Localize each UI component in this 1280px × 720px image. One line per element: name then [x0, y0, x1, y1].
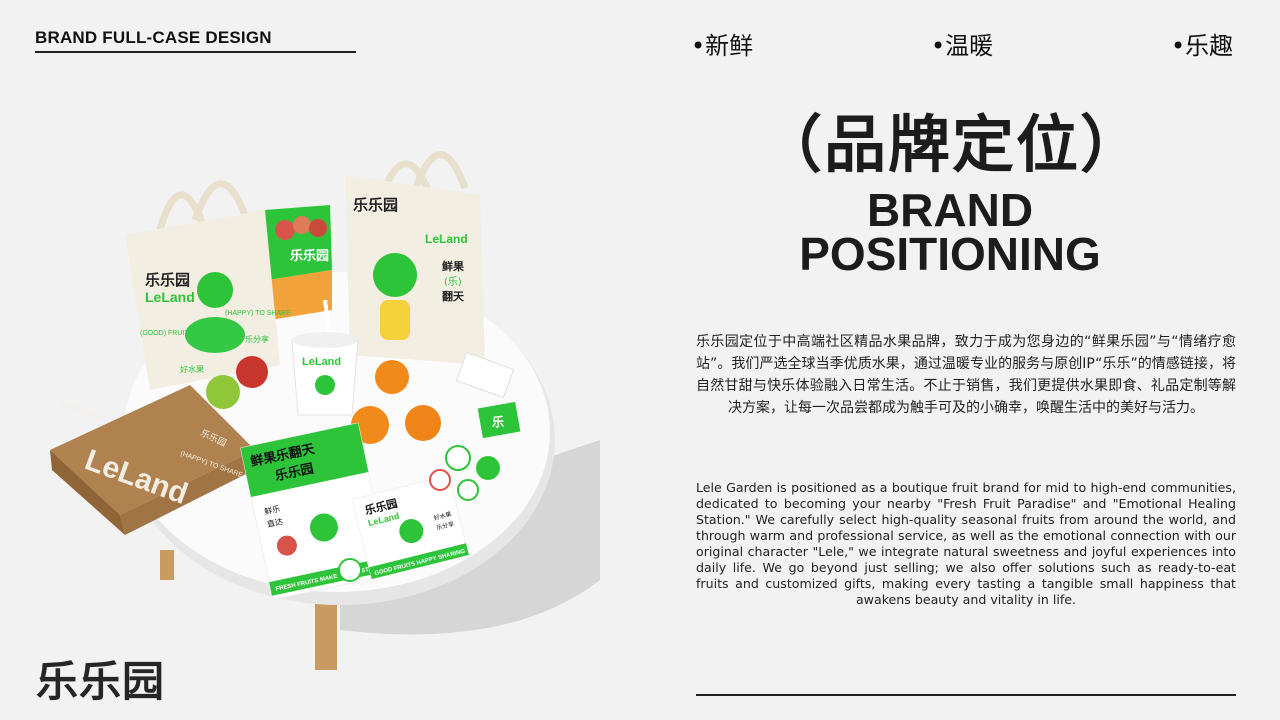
bag-right-slogan: 翻天 [442, 289, 465, 303]
poster-tag: 直达 [266, 516, 284, 529]
description-cn: 乐乐园定位于中高端社区精品水果品牌，致力于成为您身边的“鲜果乐园”与“情绪疗愈站… [696, 334, 1236, 416]
bag-right-logo-en: LeLand [425, 232, 468, 246]
keyword-warm: •温暖 [931, 32, 994, 60]
header-label: BRAND FULL-CASE DESIGN [35, 28, 272, 47]
sticker [429, 469, 451, 491]
orange [375, 360, 409, 394]
section-title-en: BRAND POSITIONING [760, 184, 1140, 280]
fruit-crate: 乐乐园 [265, 205, 332, 320]
bag-right-logo-cn: 乐乐园 [353, 196, 398, 214]
brand-logo: 乐乐园 [36, 657, 166, 706]
bag-left-logo-en: LeLand [145, 289, 195, 305]
description-en: Lele Garden is positioned as a boutique … [696, 480, 1236, 607]
mascot-head [399, 519, 424, 544]
bag-left-logo-cn: 乐乐园 [145, 271, 190, 289]
bottom-divider [696, 694, 1236, 696]
mascot-head [373, 253, 417, 297]
bag-right-slogan: (乐) [444, 276, 462, 288]
green-apple [206, 375, 240, 409]
bag-left-tag: (GOOD) FRUIT [140, 330, 189, 337]
section-title-en-line1: BRAND [866, 184, 1034, 236]
keyword-fresh: •新鲜 [691, 32, 754, 60]
bag-right-slogan: 鲜果 [442, 259, 464, 273]
shopping-bag-right: 乐乐园 LeLand 鲜果 (乐) 翻天 [345, 151, 485, 365]
receipt [455, 351, 515, 399]
box-tag: (GOOD) FRUIT [59, 400, 108, 423]
cup-logo: LeLand [302, 356, 341, 368]
keyword-fun: •乐趣 [1171, 32, 1234, 60]
sticker [445, 445, 471, 471]
section-title-en-line2: POSITIONING [799, 228, 1101, 280]
header-divider [35, 51, 356, 53]
sticker [476, 456, 500, 480]
mascot-scooter [185, 317, 245, 353]
bag-left-tag: 好水果 [180, 364, 204, 374]
card-icon: 乐 [492, 414, 504, 429]
product-mockup-photo: 乐乐园 乐乐园 LeLand (GOOD) FRUIT (HAPPY) TO S… [50, 151, 600, 670]
drink-cup: LeLand [291, 299, 359, 416]
poster-headline: 乐乐园 [274, 461, 315, 485]
mascot-body [380, 300, 410, 340]
poster-tag: 鲜乐 [263, 503, 281, 516]
mascot-friend [276, 535, 297, 556]
mascot-head [197, 272, 233, 308]
bag-left-tag: 乐分享 [245, 334, 269, 344]
crate-logo-text: 乐乐园 [290, 248, 329, 264]
green-card: 乐 [477, 401, 521, 439]
section-title-cn: （品牌定位） [760, 108, 1145, 181]
table-leg [160, 550, 174, 580]
bag-left-tag: (HAPPY) TO SHARE [225, 310, 291, 317]
mascot-head [309, 513, 338, 542]
red-apple [236, 356, 268, 388]
sticker [457, 479, 479, 501]
poster-large: 鲜果乐翻天 乐乐园 鲜乐 直达 FRESH FRUITS MAKE YOU EC… [240, 422, 391, 601]
kraft-gift-box: LeLand 乐乐园 (GOOD) FRUIT (HAPPY) TO SHARE [50, 385, 255, 535]
table-leg [315, 590, 337, 670]
orange [405, 405, 441, 441]
shopping-bag-left: 乐乐园 LeLand (GOOD) FRUIT (HAPPY) TO SHARE… [125, 180, 291, 390]
sticker [338, 558, 362, 582]
